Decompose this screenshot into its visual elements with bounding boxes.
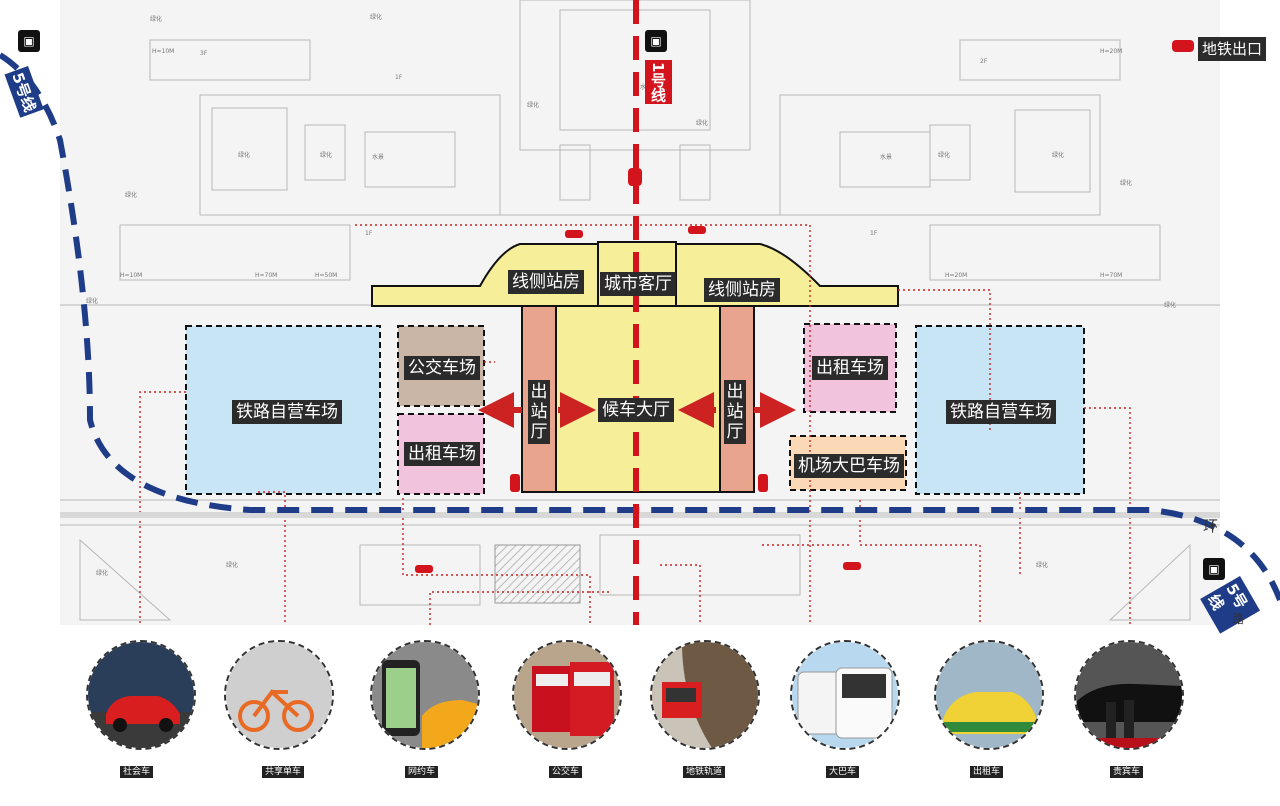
mode-caption-private-car: 社会车	[120, 766, 154, 778]
plan-label: 绿化	[1052, 152, 1065, 159]
plan-label: 1F	[365, 230, 373, 237]
mode-photo-vip-car	[1074, 640, 1184, 750]
metro-station-icon: ▣	[1203, 558, 1225, 580]
city-hall-label: 城市客厅	[600, 272, 676, 296]
plan-label: H=50M	[315, 272, 338, 279]
plan-label: 1F	[395, 74, 403, 81]
vip-car-icon	[1076, 642, 1182, 748]
main-road	[60, 512, 1220, 518]
mode-caption-taxi: 出租车	[970, 766, 1004, 778]
taxi-right-label: 出租车场	[812, 356, 888, 380]
shared-bike-icon	[226, 642, 332, 748]
exit-hall-char: 出	[726, 382, 744, 402]
metro-train-icon	[652, 642, 758, 748]
plan-label: 绿化	[1164, 302, 1177, 309]
plan-label: H=70M	[255, 272, 278, 279]
exit-hall-char: 站	[530, 402, 548, 422]
ring-road-label: 环	[1203, 517, 1219, 535]
plan-label: 1F	[870, 230, 878, 237]
hatched-block	[494, 544, 581, 604]
mode-photo-ride-hailing	[370, 640, 480, 750]
plan-label: 水景	[372, 154, 385, 161]
metro-exit-label: 地铁出口	[1198, 37, 1267, 61]
metro-station-icon: ▣	[18, 30, 40, 52]
taxi-left-label: 出租车场	[404, 442, 480, 466]
plan-label: H=20M	[945, 272, 968, 279]
plan-label: 绿化	[1120, 180, 1133, 187]
plan-label: 绿化	[320, 152, 333, 159]
plan-label: 绿化	[96, 570, 109, 577]
plan-label: H=20M	[1100, 48, 1123, 55]
plan-label: 3F	[200, 50, 208, 57]
ring-road-label-2: 路	[1232, 612, 1245, 626]
plan-label: H=70M	[1100, 272, 1123, 279]
exit-hall-char: 站	[726, 402, 744, 422]
private-car-icon	[88, 642, 194, 748]
mode-caption-ride-hailing: 网约车	[405, 766, 439, 778]
mode-photo-taxi	[934, 640, 1044, 750]
side-station-left-label: 线侧站房	[508, 270, 584, 294]
plan-label: 绿化	[938, 152, 951, 159]
mode-photo-coach	[790, 640, 900, 750]
plan-label: 2F	[980, 58, 988, 65]
metro-line5-path	[0, 52, 1280, 602]
rail-lot-right-label: 铁路自营车场	[946, 400, 1056, 424]
plan-label: 绿化	[527, 102, 540, 109]
mode-caption-bus: 公交车	[549, 766, 583, 778]
exit-hall-right-label: 出 站 厅	[724, 380, 746, 444]
exit-hall-left-label: 出 站 厅	[528, 380, 550, 444]
plan-label: 水景	[880, 154, 893, 161]
plan-label: 绿化	[370, 14, 383, 21]
plan-label: 绿化	[150, 16, 163, 23]
mode-photo-shared-bike	[224, 640, 334, 750]
plan-label: 绿化	[238, 152, 251, 159]
exit-hall-char: 出	[530, 382, 548, 402]
mode-caption-shared-bike: 共享单车	[262, 766, 305, 778]
waiting-hall-label: 候车大厅	[598, 398, 674, 422]
block-outlines	[60, 0, 1220, 621]
taxi-icon	[936, 642, 1042, 748]
metro-line1-label: 1号线	[645, 60, 672, 105]
mode-photo-metro	[650, 640, 760, 750]
mode-photo-bus	[512, 640, 622, 750]
exit-hall-char: 厅	[530, 422, 548, 442]
plan-label: 绿化	[226, 562, 239, 569]
rail-lot-left-label: 铁路自营车场	[232, 400, 342, 424]
flow-lines	[139, 224, 1131, 640]
plan-label: 绿化	[1036, 562, 1049, 569]
exit-hall-char: 厅	[726, 422, 744, 442]
plan-label: H=10M	[120, 272, 143, 279]
bus-icon	[514, 642, 620, 748]
mode-caption-metro: 地铁轨道	[683, 766, 726, 778]
plan-label: 绿化	[86, 298, 99, 305]
mode-photo-private-car	[86, 640, 196, 750]
plan-label: 绿化	[125, 192, 138, 199]
side-station-right-label: 线侧站房	[704, 278, 780, 302]
bus-yard-label: 公交车场	[404, 356, 480, 380]
car-markers	[415, 40, 1194, 573]
mode-caption-coach: 大巴车	[826, 766, 860, 778]
plan-label: 绿化	[696, 120, 709, 127]
metro-station-icon: ▣	[645, 30, 667, 52]
airport-bus-label: 机场大巴车场	[794, 454, 904, 478]
coach-icon	[792, 642, 898, 748]
mode-caption-vip-car: 贵宾车	[1110, 766, 1144, 778]
plan-label: H=10M	[152, 48, 175, 55]
ride-hailing-icon	[372, 642, 478, 748]
bottom-band	[0, 625, 1280, 806]
